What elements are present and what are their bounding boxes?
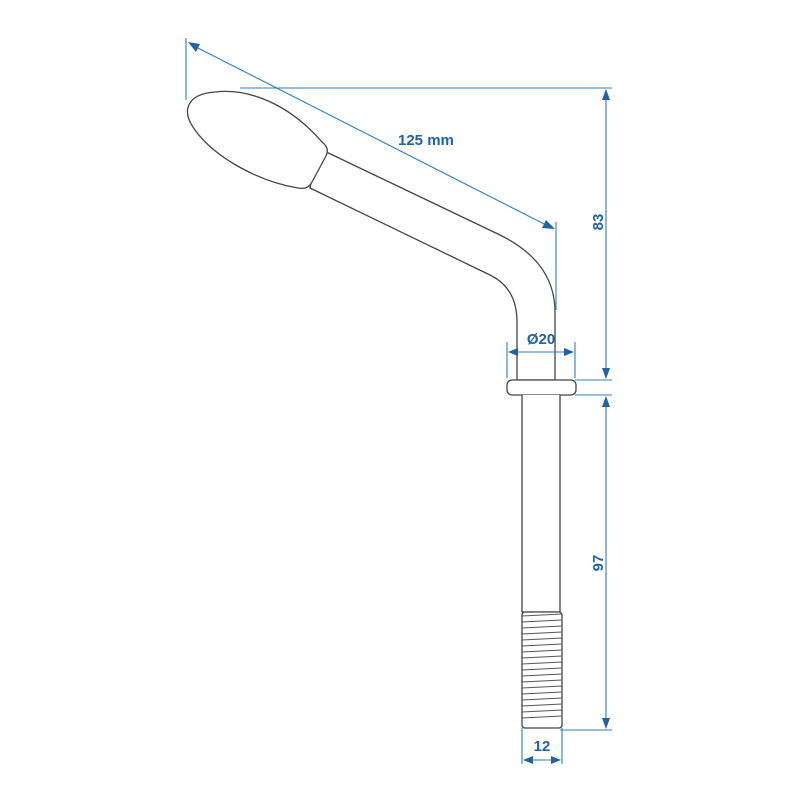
dimension-thread-12: 12 <box>521 728 563 764</box>
dimension-height-83: 83 <box>240 87 612 381</box>
arrow-head-icon <box>602 368 610 379</box>
arrow-head-icon <box>602 396 610 407</box>
dimension-height-97: 97 <box>560 394 612 731</box>
arrow-head-icon <box>508 348 518 356</box>
dimension-label-thread: 12 <box>534 738 551 755</box>
collar <box>506 379 577 396</box>
lower-shaft <box>521 395 561 613</box>
dimension-label-diameter: Ø20 <box>527 331 555 348</box>
arrow-head-icon <box>523 756 533 764</box>
grip-knob <box>186 90 328 190</box>
thread-lines <box>521 613 563 719</box>
arrow-head-icon <box>602 718 610 729</box>
arrow-head-icon <box>602 89 610 100</box>
dimension-diameter-20: Ø20 <box>506 331 576 378</box>
dimension-length-125: 125 mm <box>185 38 557 310</box>
handle-pin <box>186 90 577 729</box>
arrow-head-icon <box>551 756 561 764</box>
dimension-label-lower-height: 97 <box>590 555 607 572</box>
upper-shaft <box>309 147 556 381</box>
arrow-head-icon <box>188 42 200 52</box>
dimension-label-length: 125 mm <box>398 132 454 149</box>
dimension-label-upper-height: 83 <box>590 214 607 231</box>
arrow-head-icon <box>564 348 574 356</box>
arrow-head-icon <box>542 220 555 229</box>
